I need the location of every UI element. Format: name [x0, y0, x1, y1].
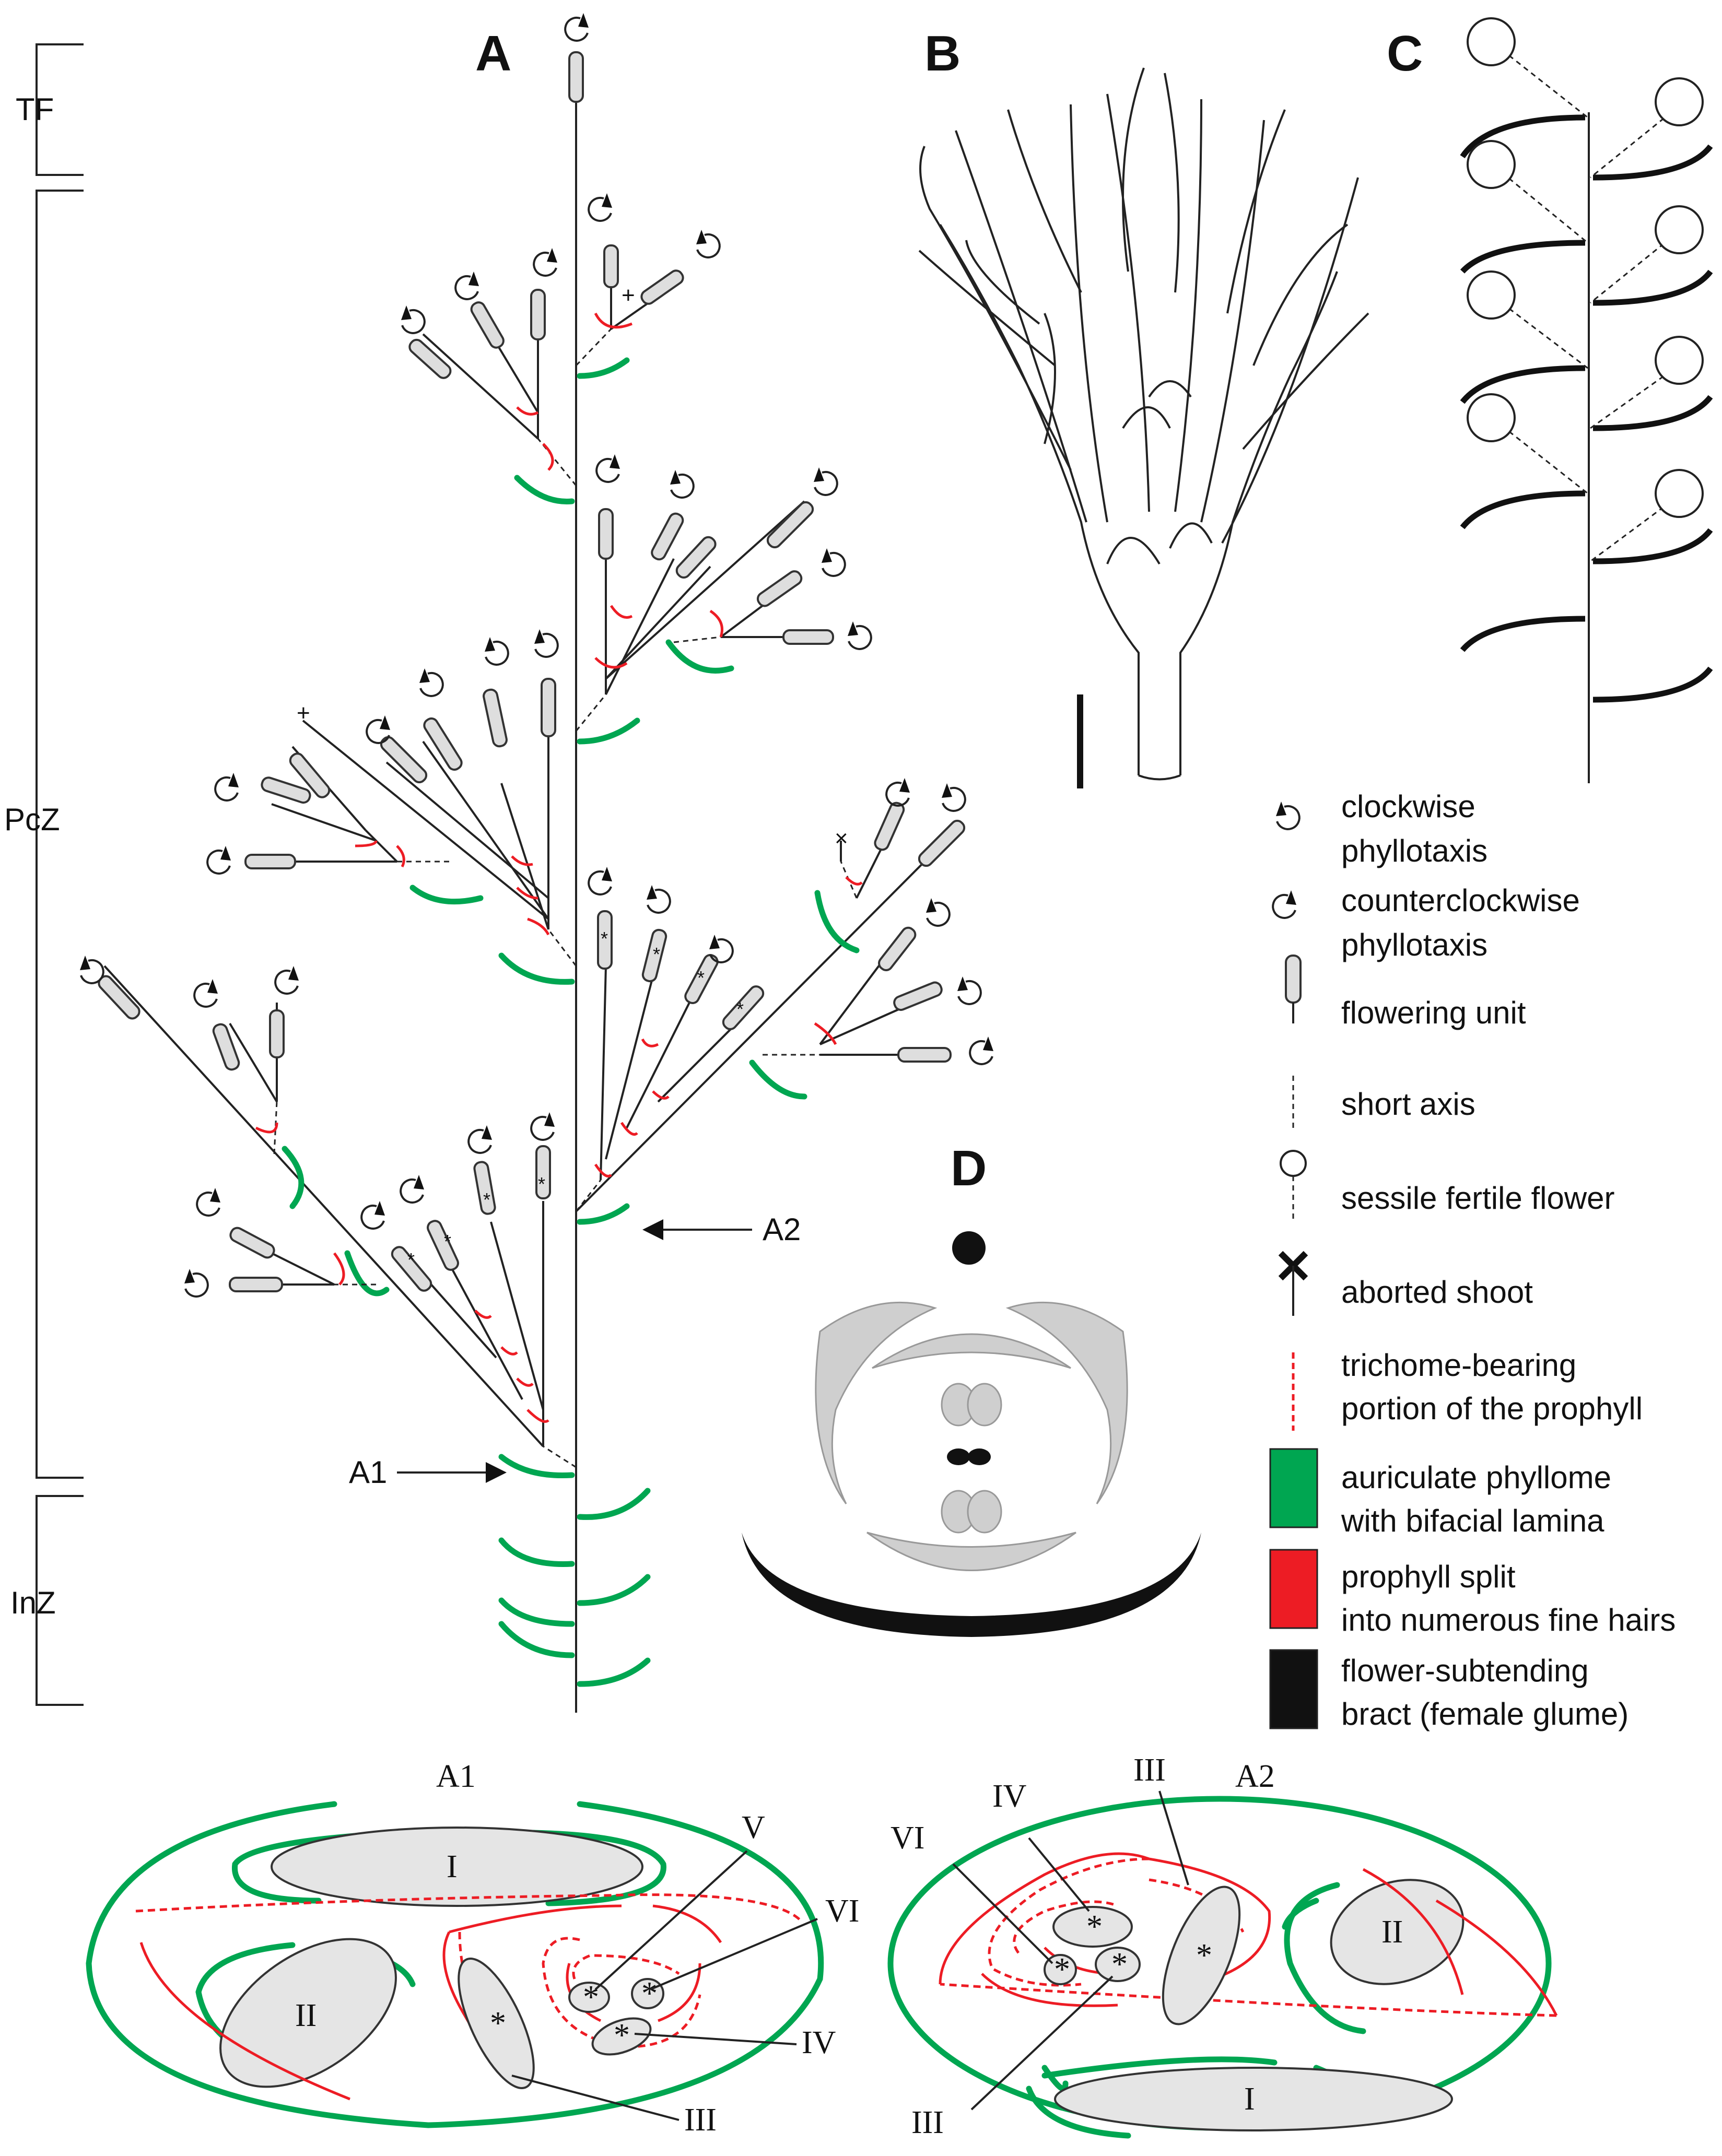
inflorescence-drawing — [918, 67, 1369, 781]
svg-text:*: * — [736, 998, 744, 1020]
asterisks-right: * * * * — [601, 928, 744, 1020]
svg-text:II: II — [1381, 1914, 1403, 1950]
branch-right-middle — [575, 777, 994, 1225]
clockwise-icon — [1275, 800, 1301, 830]
svg-text:*: * — [490, 2006, 506, 2041]
legend-item-counterclockwise: counterclockwise phyllotaxis — [1272, 883, 1580, 962]
arrow-label-a1: A1 — [349, 1455, 387, 1490]
svg-text:flowering unit: flowering unit — [1341, 995, 1526, 1030]
svg-text:*: * — [1086, 1909, 1103, 1945]
flowering-unit-icon — [1285, 955, 1302, 1004]
svg-text:aborted shoot: aborted shoot — [1341, 1275, 1533, 1310]
red-swatch — [1269, 1549, 1318, 1629]
svg-text:sessile fertile flower: sessile fertile flower — [1341, 1181, 1615, 1216]
svg-text:clockwise: clockwise — [1341, 789, 1475, 824]
branch-bottom-left — [79, 955, 577, 1479]
svg-text:auriculate phyllome: auriculate phyllome — [1341, 1460, 1611, 1495]
panel-label-c: C — [1387, 26, 1423, 81]
legend-item-red: prophyll split into numerous fine hairs — [1269, 1549, 1676, 1637]
aborted-mark-plus: + — [622, 282, 635, 308]
svg-text:portion of the prophyll: portion of the prophyll — [1341, 1391, 1643, 1426]
svg-text:*: * — [1054, 1952, 1070, 1987]
legend-item-aborted-shoot: aborted shoot — [1278, 1251, 1533, 1316]
diagram-a1: A1 I II * * * * V VI IV III — [86, 1759, 859, 2138]
svg-text:counterclockwise: counterclockwise — [1341, 883, 1580, 918]
zone-brackets — [36, 43, 84, 1706]
svg-text:*: * — [614, 2018, 630, 2053]
svg-text:*: * — [641, 1976, 658, 2011]
svg-text:*: * — [601, 928, 608, 949]
svg-text:VI: VI — [891, 1820, 924, 1856]
inz-phyllomes — [498, 1488, 651, 1687]
svg-text:phyllotaxis: phyllotaxis — [1341, 833, 1487, 868]
svg-text:*: * — [538, 1173, 545, 1195]
svg-text:IV: IV — [802, 2025, 836, 2060]
aborted-mark-plus-left: + — [297, 700, 310, 726]
svg-text:*: * — [583, 1980, 599, 2015]
counterclockwise-icon — [1272, 889, 1297, 919]
svg-text:prophyll split: prophyll split — [1341, 1559, 1516, 1594]
diagram-a2-title: A2 — [1235, 1759, 1275, 1794]
panel-label-a: A — [475, 26, 511, 81]
svg-text:IV: IV — [992, 1778, 1027, 1814]
black-swatch — [1269, 1649, 1318, 1729]
legend-item-sessile-flower: sessile fertile flower — [1280, 1150, 1615, 1222]
svg-text:III: III — [911, 2105, 944, 2140]
svg-text:*: * — [697, 967, 705, 988]
legend-item-flowering-unit: flowering unit — [1285, 955, 1526, 1030]
svg-text:III: III — [1133, 1752, 1166, 1788]
zone-label-inz: InZ — [10, 1585, 56, 1620]
zone-label-pcz: PcZ — [4, 802, 60, 837]
panel-c-flowers — [1467, 17, 1704, 562]
aborted-mark-cross: × — [835, 826, 848, 851]
svg-text:I: I — [1244, 2081, 1255, 2117]
counterclockwise-icon — [564, 12, 590, 42]
svg-text:*: * — [444, 1231, 451, 1252]
svg-text:*: * — [653, 944, 660, 965]
legend-item-trichome: trichome-bearing portion of the prophyll — [1292, 1348, 1643, 1431]
svg-text:II: II — [295, 1998, 317, 2033]
legend-item-short-axis: short axis — [1292, 1076, 1475, 1128]
svg-text:*: * — [1196, 1938, 1212, 1973]
legend-item-green: auriculate phyllome with bifacial lamina — [1269, 1448, 1611, 1538]
sessile-flower-icon — [1280, 1150, 1307, 1177]
panel-label-d: D — [951, 1140, 987, 1196]
zone-label-tf: TF — [16, 92, 54, 127]
panel-label-b: B — [924, 26, 960, 81]
svg-text:III: III — [684, 2102, 717, 2138]
svg-text:*: * — [407, 1249, 415, 1270]
svg-text:*: * — [1111, 1947, 1128, 1982]
legend-item-black: flower-subtending bract (female glume) — [1269, 1649, 1629, 1731]
svg-text:trichome-bearing: trichome-bearing — [1341, 1348, 1576, 1383]
green-swatch — [1269, 1448, 1318, 1528]
svg-text:flower-subtending: flower-subtending — [1341, 1653, 1589, 1688]
svg-text:VI: VI — [825, 1893, 859, 1929]
branch-top-right — [575, 192, 721, 379]
branch-right-upper — [575, 453, 872, 745]
svg-text:I: I — [447, 1849, 458, 1884]
legend: clockwise phyllotaxis counterclockwise p… — [1269, 789, 1676, 1731]
arrow-label-a2: A2 — [763, 1212, 801, 1247]
branch-left-middle — [206, 628, 577, 985]
legend-item-clockwise: clockwise phyllotaxis — [1275, 789, 1487, 868]
terminal-flowering-unit — [568, 51, 584, 103]
svg-text:*: * — [483, 1189, 490, 1210]
diagram-a1-title: A1 — [436, 1759, 476, 1794]
floral-diagram — [742, 1231, 1201, 1637]
svg-text:V: V — [742, 1810, 765, 1845]
branch-top-left — [400, 247, 577, 504]
asterisks-left: * * * * — [407, 1173, 545, 1270]
svg-text:bract (female glume): bract (female glume) — [1341, 1696, 1629, 1731]
svg-text:short axis: short axis — [1341, 1087, 1475, 1122]
panel-c-bracts — [1460, 114, 1713, 703]
svg-text:into numerous fine hairs: into numerous fine hairs — [1341, 1603, 1676, 1637]
svg-text:with bifacial lamina: with bifacial lamina — [1341, 1503, 1604, 1538]
svg-text:phyllotaxis: phyllotaxis — [1341, 927, 1487, 962]
diagram-a2: A2 I II * * * * IV III — [887, 1752, 1558, 2140]
